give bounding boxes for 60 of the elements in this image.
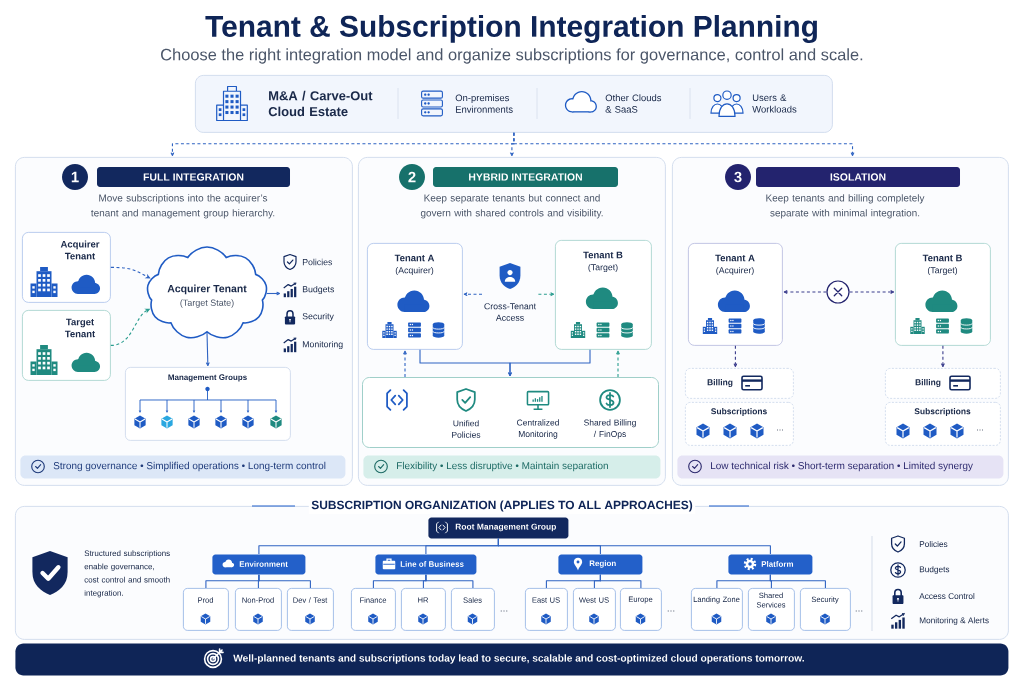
connector-line	[425, 574, 474, 589]
dashed-arrow	[110, 266, 151, 279]
number-badge: 1	[62, 164, 88, 190]
service-label: Shared Billing / FinOps	[584, 419, 636, 439]
footer-band: Well-planned tenants and subscriptions today lead to secure, scalable and cost-optimized cloud operations tomorrow.	[15, 643, 1009, 676]
service-label: Centralized Monitoring	[517, 419, 559, 439]
service-label: Unified Policies	[452, 420, 481, 438]
list-item: Monitoring & Alerts	[919, 617, 989, 625]
header-bar: HYBRID INTEGRATION	[433, 167, 618, 187]
cross-circle	[826, 280, 850, 304]
dashed-arrow	[403, 350, 407, 378]
list-item: Budgets	[302, 285, 335, 295]
connector-line	[769, 574, 826, 589]
benefit-band: Strong governance • Simplified operations • Long-term control	[20, 455, 346, 479]
tenant-box: Tenant B (Target)	[555, 240, 652, 350]
source-label: On-premises Environments	[455, 94, 513, 113]
dashed-arrow	[783, 290, 827, 294]
list-item: Policies	[302, 258, 333, 266]
dashed-arrow	[537, 292, 555, 297]
arrow	[266, 291, 281, 296]
title: Tenant & Subscription Integration Planning	[205, 15, 817, 43]
list-item: Access Control	[919, 592, 975, 600]
ellipsis: ...	[667, 610, 675, 612]
header-bar: ISOLATION	[756, 167, 960, 187]
ellipsis: ...	[500, 610, 508, 612]
source-label: Users & Workloads	[752, 94, 797, 113]
header-bar: FULL INTEGRATION	[97, 167, 290, 187]
list-item: Budgets	[919, 566, 950, 574]
dashed-arrow	[849, 290, 895, 294]
arrow	[508, 349, 591, 377]
root-box: Root Management Group	[428, 517, 569, 539]
benefit-band: Low technical risk • Short-term separation • Limited synergy	[677, 455, 1004, 479]
access-label: Cross-Tenant Access	[484, 303, 536, 321]
tenant-box: Tenant A (Acquirer)	[367, 243, 463, 350]
dashed-arrow	[616, 350, 620, 378]
ellipsis: ...	[977, 429, 983, 431]
dashed-arrow	[733, 345, 738, 368]
billing-box: Billing	[885, 368, 1001, 399]
source-label: M&A / Carve-Out Cloud Estate	[268, 90, 373, 117]
section-heading: SUBSCRIPTION ORGANIZATION (APPLIES TO ALL APPROACHES)	[308, 497, 696, 515]
list-item: Policies	[919, 540, 948, 548]
number-badge: 3	[725, 164, 751, 190]
list-item: Security	[302, 312, 334, 322]
connector-line	[258, 574, 311, 589]
description: Keep separate tenants but connect and govern with shared controls and visibility.	[420, 194, 603, 219]
connector-line	[497, 538, 771, 555]
connector-line	[599, 574, 642, 589]
description: Keep tenants and billing completely separate with minimal integration.	[766, 194, 925, 219]
number-badge: 2	[399, 164, 425, 190]
list-item: Monitoring	[302, 340, 343, 350]
dashed-arrow	[463, 292, 483, 297]
benefit-band: Flexibility • Less disruptive • Maintain separation	[363, 455, 661, 479]
description: Move subscriptions into the acquirer’s tenant and management group hierarchy.	[91, 194, 275, 219]
dashed-arrow	[110, 308, 150, 346]
arrow	[205, 332, 210, 367]
source-label: Other Clouds & SaaS	[605, 94, 662, 113]
dashed-arrow	[513, 132, 855, 157]
billing-box: Billing	[685, 368, 794, 399]
ellipsis: ...	[777, 429, 783, 431]
dashed-arrow	[941, 345, 945, 368]
